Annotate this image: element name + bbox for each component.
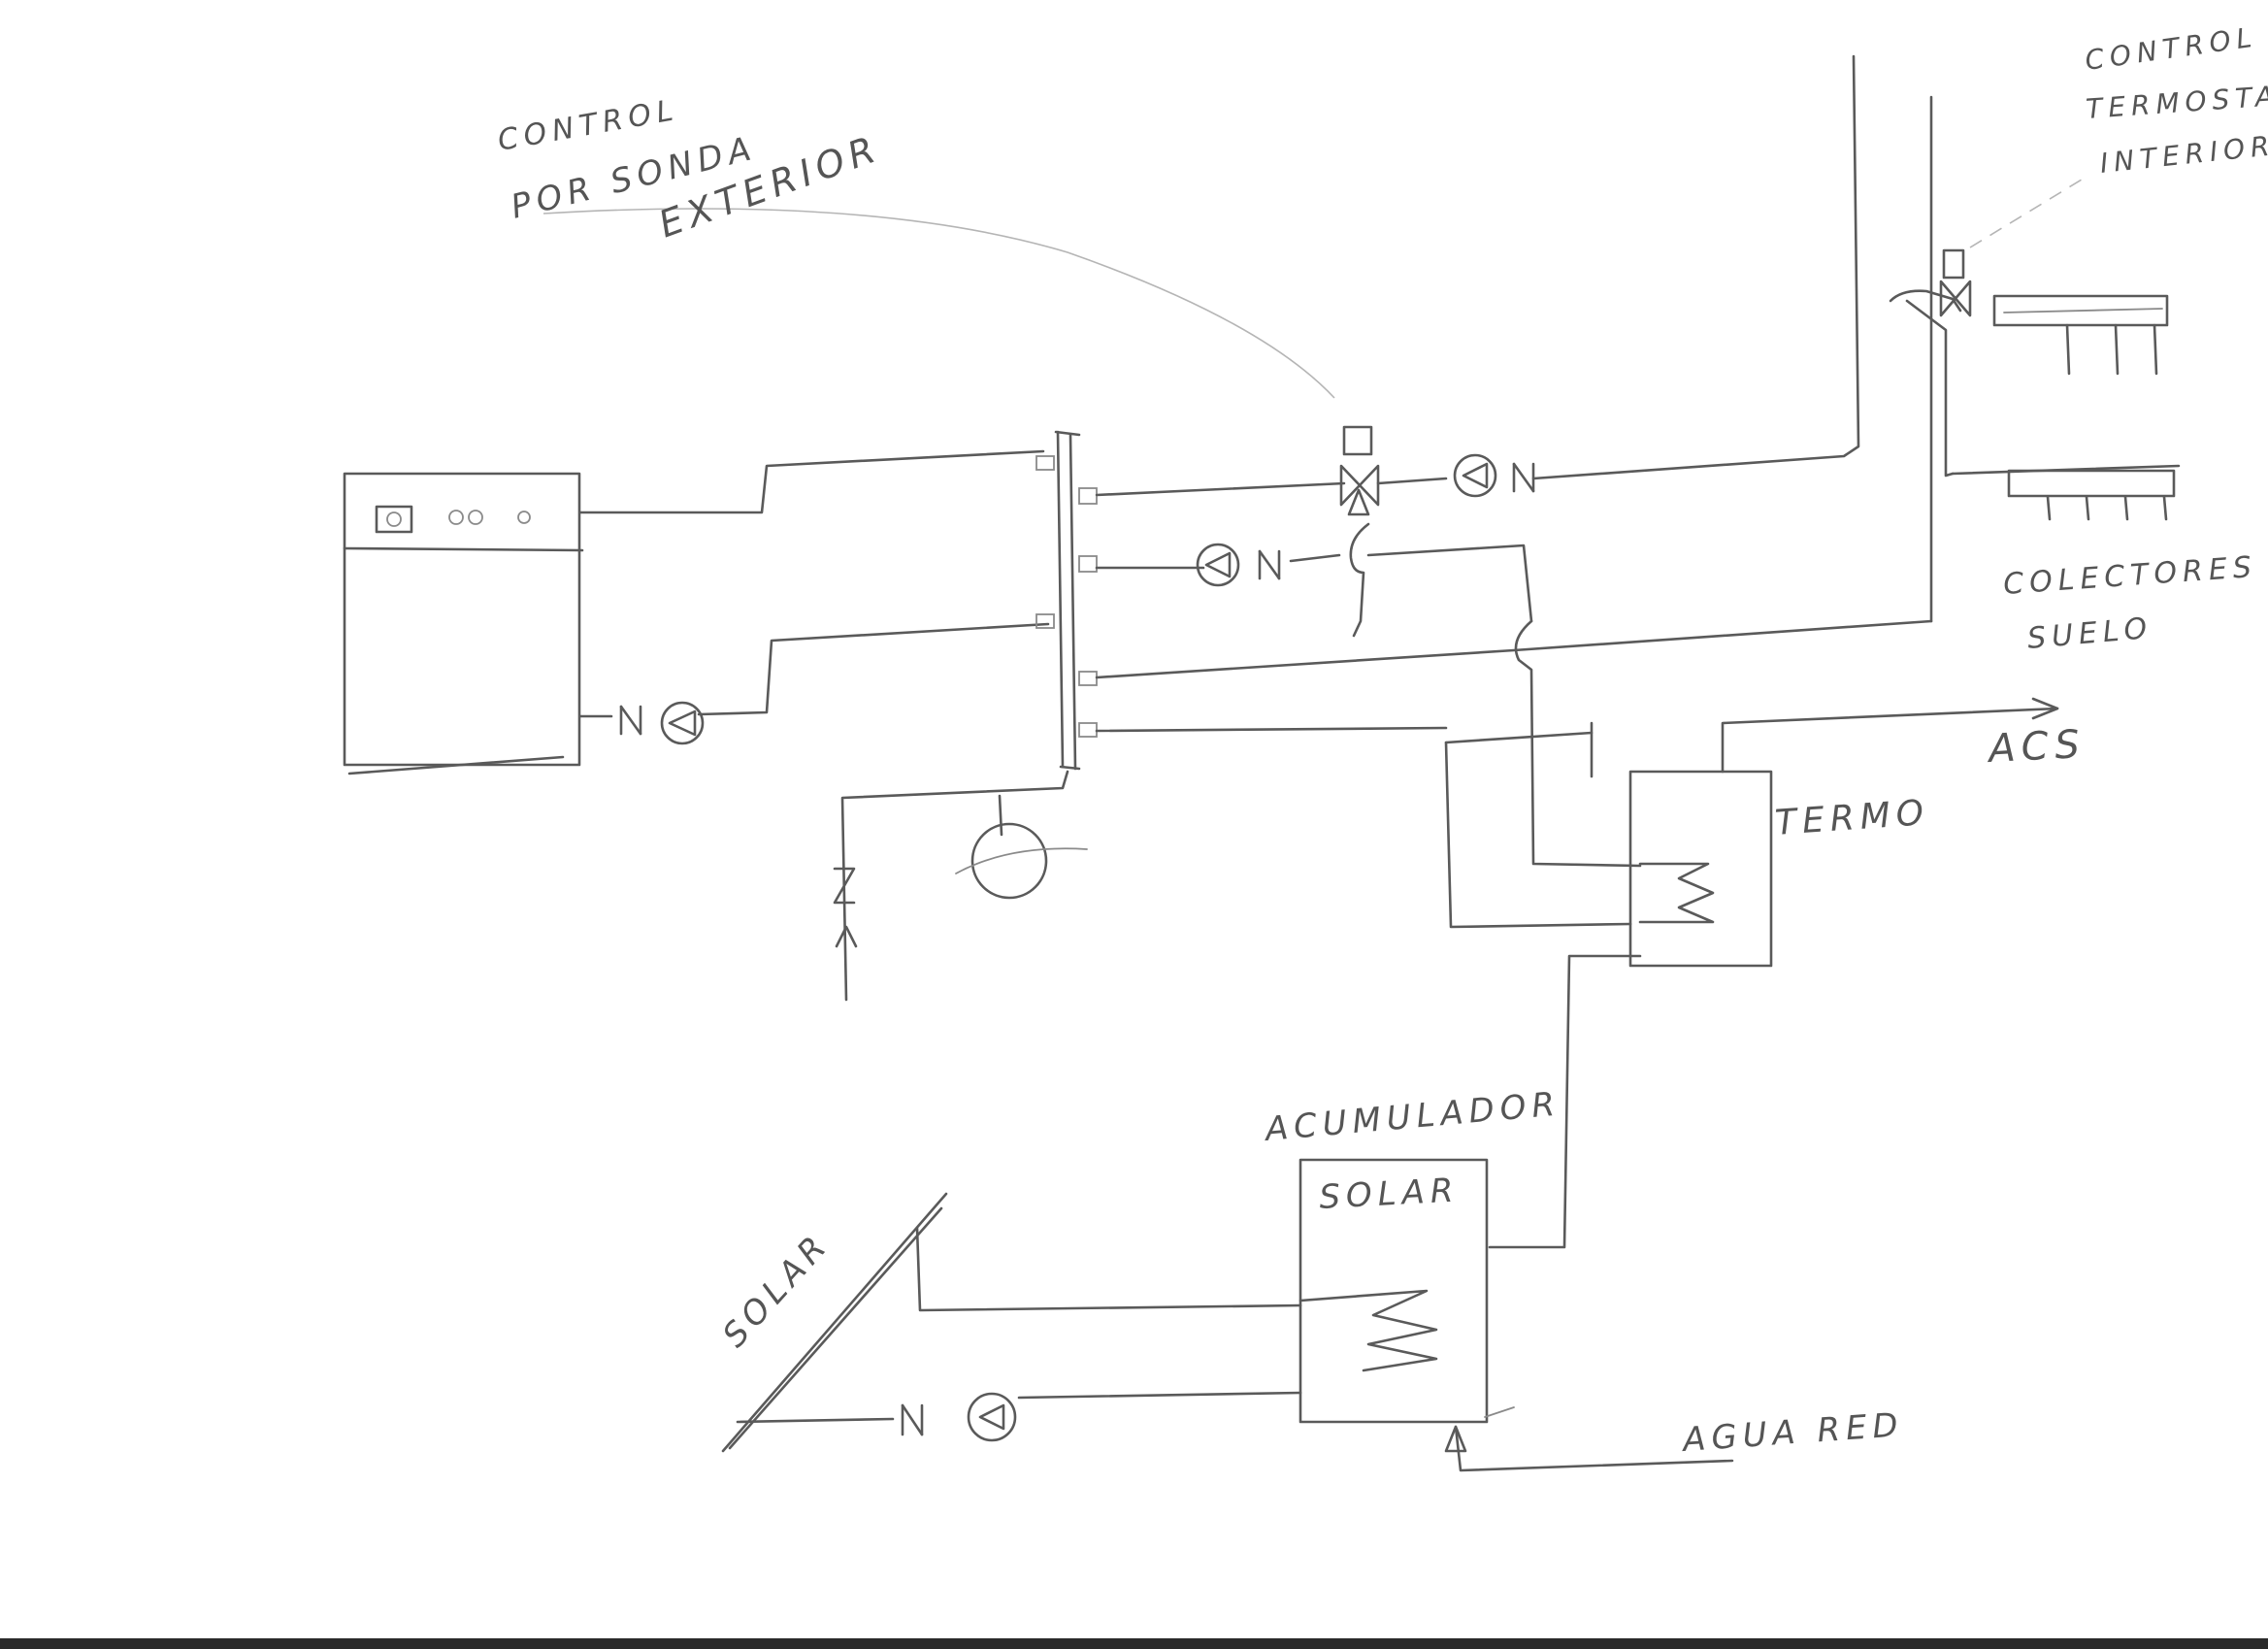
solar-check-valve — [901, 1403, 924, 1436]
thermostat-control-label-line3: INTERIOR — [2098, 129, 2268, 180]
floor-check-valve — [1512, 462, 1535, 493]
circuit2-pump-icon — [1196, 543, 1240, 587]
mains-water-label: AGUA RED — [1680, 1405, 1905, 1460]
outdoor-sensor-leader — [542, 208, 1335, 399]
solar-collector — [721, 1192, 1302, 1453]
solar-collector-label: SOLAR — [715, 1225, 838, 1355]
boiler-check-valve — [619, 705, 642, 736]
floor-collectors-label-line1: COLECTORES — [2002, 550, 2258, 602]
hydraulic-manifold — [1035, 430, 1098, 771]
outdoor-control-label-line1: CONTROL — [495, 93, 681, 158]
floor-collectors — [1889, 289, 2181, 521]
fill-valve — [833, 867, 858, 948]
thermostat-control-label-line2: TERMOSTATO — [2085, 77, 2268, 125]
floor-pump-icon — [1453, 453, 1497, 498]
boiler-supply-pipe — [578, 449, 1045, 514]
circuit2-check-valve — [1258, 549, 1281, 580]
floor-supply-pipe — [1095, 481, 1346, 497]
boiler-pump-icon — [660, 701, 705, 745]
water-heater — [1444, 697, 2059, 968]
dhw-label: ACS — [1985, 722, 2087, 772]
solar-accumulator — [1298, 954, 1642, 1424]
scan-edge-bar — [0, 1638, 2268, 1649]
thermostat-leader — [1969, 179, 2083, 248]
floor-return-pipe — [1095, 619, 1933, 679]
three-way-mixing-valve — [1339, 425, 1380, 516]
water-heater-label: TERMO — [1774, 793, 1931, 843]
solar-accumulator-label-line2: SOLAR — [1318, 1171, 1460, 1216]
mains-water-inlet — [1444, 1406, 1734, 1472]
thermostat-control-label-line1: CONTROL — [2083, 20, 2259, 77]
thermostatic-valve — [1939, 248, 1972, 317]
boiler — [343, 472, 584, 775]
solar-accumulator-label-line1: ACUMULADOR — [1262, 1085, 1561, 1150]
expansion-vessel — [955, 822, 1088, 900]
solar-pump-icon — [967, 1392, 1017, 1442]
floor-collectors-label-line2: SUELO — [2026, 611, 2154, 656]
